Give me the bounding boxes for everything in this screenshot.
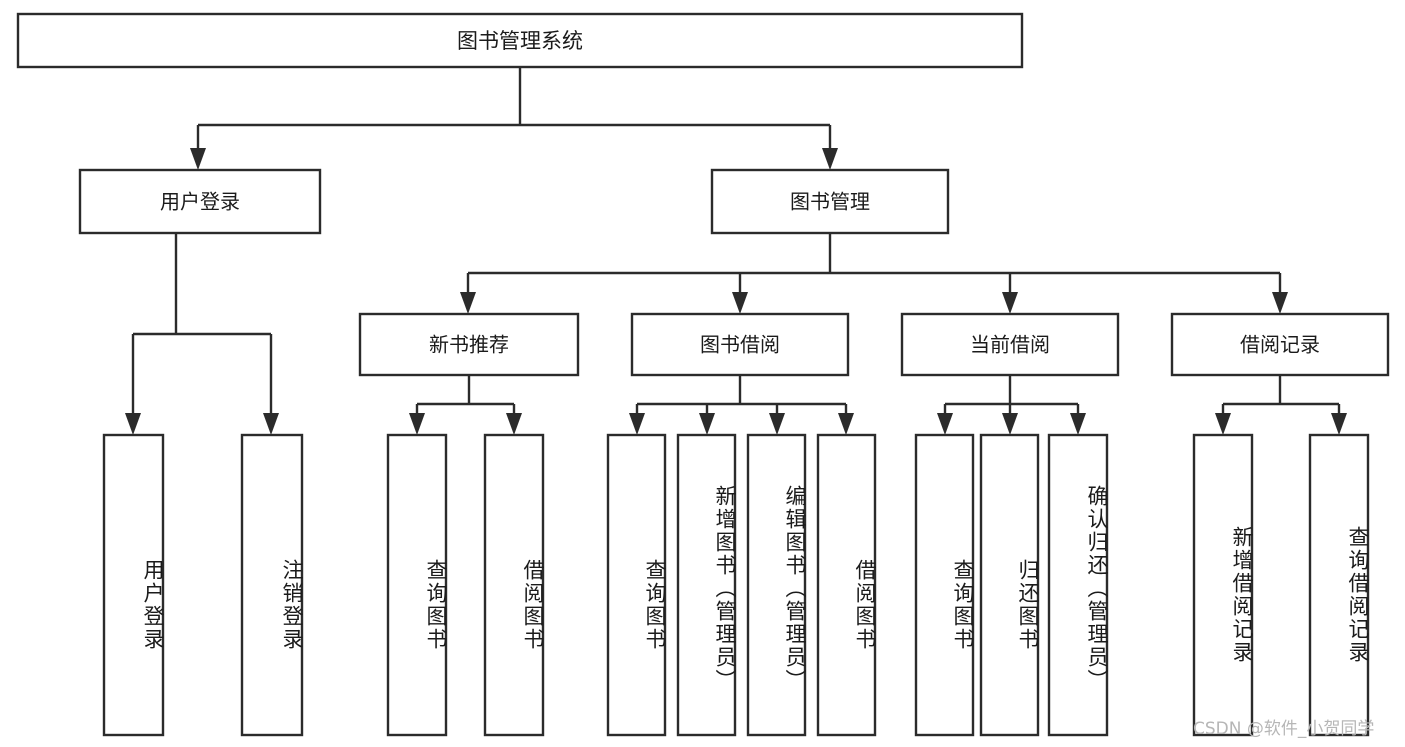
arrow-newrec-to-leaf4: [506, 413, 522, 435]
node-login-label: 用户登录: [160, 190, 240, 214]
node-leaf2-box[interactable]: [240, 433, 304, 737]
node-current-label: 当前借阅: [970, 333, 1050, 357]
connector-group-root: [190, 67, 838, 170]
node-borrow[interactable]: 图书借阅: [630, 312, 850, 377]
arrow-bookmgmt-to-records: [1272, 292, 1288, 314]
connector-group-borrow: [629, 375, 854, 435]
arrow-current-to-leaf9: [937, 413, 953, 435]
connector-group-newrec: [409, 375, 522, 435]
node-leaf4-box[interactable]: [483, 433, 545, 737]
node-bookmgmt-box[interactable]: [710, 168, 950, 235]
node-login[interactable]: 用户登录: [78, 168, 322, 235]
node-borrow-box[interactable]: [630, 312, 850, 377]
node-leaf6-box[interactable]: [676, 433, 737, 737]
node-leaf5-box[interactable]: [606, 433, 667, 737]
arrow-borrow-to-leaf8: [838, 413, 854, 435]
node-newrec[interactable]: 新书推荐: [358, 312, 580, 377]
node-borrow-label: 图书借阅: [700, 333, 780, 357]
node-leaf9-box[interactable]: [914, 433, 975, 737]
node-leaf11-box[interactable]: [1047, 433, 1109, 737]
node-current[interactable]: 当前借阅: [900, 312, 1120, 377]
node-leaf10-box[interactable]: [979, 433, 1040, 737]
arrow-borrow-to-leaf6: [699, 413, 715, 435]
node-leaf12-box[interactable]: [1192, 433, 1254, 737]
arrow-root-to-bookmgmt: [822, 148, 838, 170]
arrow-current-to-leaf11: [1070, 413, 1086, 435]
node-login-box[interactable]: [78, 168, 322, 235]
arrow-login-to-leaf1: [125, 413, 141, 435]
arrow-bookmgmt-to-current: [1002, 292, 1018, 314]
csdn-watermark: CSDN @软件_小贺同学: [1193, 719, 1375, 739]
arrow-borrow-to-leaf7: [769, 413, 785, 435]
node-records-label: 借阅记录: [1240, 333, 1320, 357]
arrow-bookmgmt-to-newrec: [460, 292, 476, 314]
node-root[interactable]: 图书管理系统: [16, 12, 1024, 69]
node-newrec-box[interactable]: [358, 312, 580, 377]
connector-group-login: [125, 233, 279, 435]
arrow-records-to-leaf12: [1215, 413, 1231, 435]
node-leaf8-box[interactable]: [816, 433, 877, 737]
arrow-current-to-leaf10: [1002, 413, 1018, 435]
node-records[interactable]: 借阅记录: [1170, 312, 1390, 377]
node-bookmgmt-label: 图书管理: [790, 190, 870, 214]
arrow-bookmgmt-to-borrow: [732, 292, 748, 314]
arrow-newrec-to-leaf3: [409, 413, 425, 435]
node-leaf13-box[interactable]: [1308, 433, 1370, 737]
node-leaf3-box[interactable]: [386, 433, 448, 737]
arrow-records-to-leaf13: [1331, 413, 1347, 435]
node-root-box[interactable]: [16, 12, 1024, 69]
connector-group-current: [937, 375, 1086, 435]
node-leaf7-box[interactable]: [746, 433, 807, 737]
node-current-box[interactable]: [900, 312, 1120, 377]
node-bookmgmt[interactable]: 图书管理: [710, 168, 950, 235]
connector-group-bookmgmt: [460, 233, 1288, 314]
arrow-borrow-to-leaf5: [629, 413, 645, 435]
node-records-box[interactable]: [1170, 312, 1390, 377]
node-leaf1-box[interactable]: [102, 433, 165, 737]
arrow-root-to-login: [190, 148, 206, 170]
node-root-label: 图书管理系统: [457, 29, 583, 53]
arrow-login-to-leaf2: [263, 413, 279, 435]
node-newrec-label: 新书推荐: [429, 333, 509, 357]
connector-group-records: [1215, 375, 1347, 435]
